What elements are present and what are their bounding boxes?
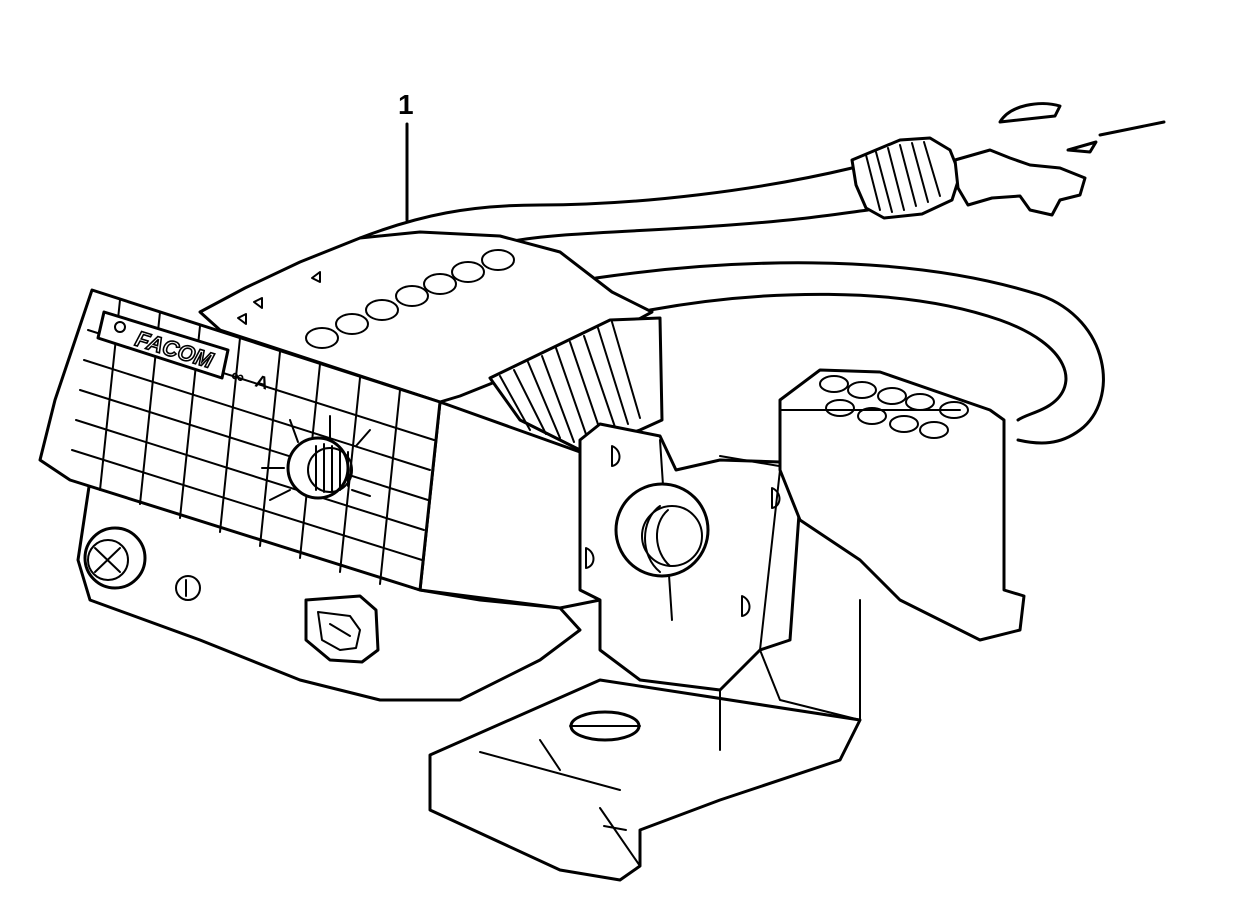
power-cable: [358, 166, 1105, 445]
holder-ring-icon: [614, 482, 710, 578]
indicator-lamp-icon: [175, 575, 201, 601]
iron-holder-stand: [428, 368, 1026, 882]
top-vent-slots: [305, 249, 515, 349]
callout-1: 1: [398, 89, 414, 222]
temperature-knob-icon[interactable]: [261, 415, 371, 501]
callout-1-label: 1: [398, 89, 414, 120]
sponge-tray-icon: [569, 710, 641, 742]
face-letter: A: [253, 371, 271, 394]
front-panel-grid: [38, 288, 442, 592]
control-unit: FACOM ∞ A: [38, 230, 664, 702]
power-switch-icon[interactable]: [83, 526, 147, 590]
iron-socket-icon[interactable]: [304, 594, 380, 664]
tip-holes: [819, 375, 969, 439]
heat-sink: [488, 316, 664, 452]
power-plug: [850, 102, 1166, 220]
face-symbol: ∞: [229, 365, 247, 388]
